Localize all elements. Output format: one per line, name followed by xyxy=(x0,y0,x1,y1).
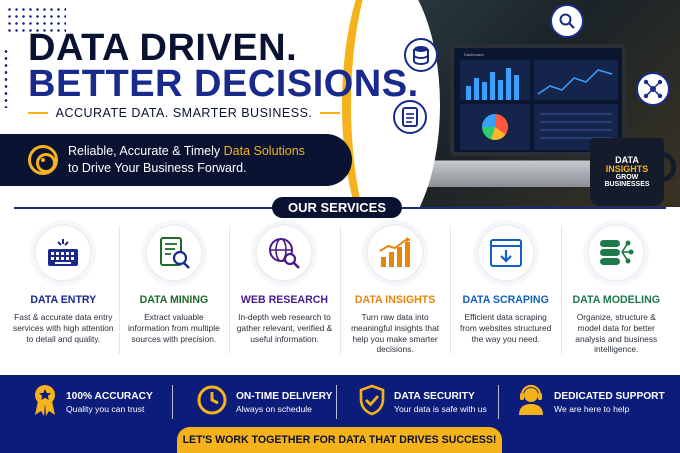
cta-banner[interactable]: LET'S WORK TOGETHER FOR DATA THAT DRIVES… xyxy=(177,427,502,453)
service-title: DATA INSIGHTS xyxy=(354,294,436,306)
service-description: Fast & accurate data entry services with… xyxy=(13,312,114,344)
keyboard-icon xyxy=(34,224,93,282)
service-title: DATA MINING xyxy=(139,294,209,306)
download-icon xyxy=(476,224,535,282)
coffee-mug: DATA INSIGHTS GROW BUSINESSES xyxy=(590,138,676,206)
service-title: DATA MODELING xyxy=(572,294,661,306)
database-icon xyxy=(404,38,438,72)
services-list: DATA ENTRY Fast & accurate data entry se… xyxy=(8,222,672,366)
service-card-data-entry: DATA ENTRY Fast & accurate data entry se… xyxy=(8,222,119,366)
banner-highlight: Data Solutions xyxy=(223,144,305,158)
tagline-rule-left xyxy=(28,112,48,114)
service-description: Efficient data scraping from websites st… xyxy=(460,312,552,344)
support-agent-icon xyxy=(516,384,546,421)
mug-text-3: GROW xyxy=(615,174,639,181)
feature-subtitle: Always on schedule xyxy=(236,403,312,414)
feature-title: DEDICATED SUPPORT xyxy=(554,390,665,402)
document-search-icon xyxy=(144,224,203,282)
network-icon xyxy=(636,72,670,106)
screen-title: Dashboard xyxy=(464,52,484,57)
tagline-text: ACCURATE DATA. SMARTER BUSINESS. xyxy=(55,106,313,120)
feature-title: DATA SECURITY xyxy=(394,390,475,402)
service-title: WEB RESEARCH xyxy=(240,294,329,306)
service-title: DATA ENTRY xyxy=(30,294,97,306)
clock-icon xyxy=(196,384,228,421)
hero-section: Dashboard xyxy=(0,0,680,207)
service-description: In-depth web research to gather relevant… xyxy=(236,312,333,344)
banner-line-2: to Drive Your Business Forward. xyxy=(68,161,247,175)
mug-text-4: BUSINESSES xyxy=(604,181,650,188)
service-description: Extract valuable information from multip… xyxy=(128,312,220,344)
feature-divider xyxy=(336,385,337,419)
service-title: DATA SCRAPING xyxy=(462,294,549,306)
screen-line-panel xyxy=(534,60,618,100)
tagline: ACCURATE DATA. SMARTER BUSINESS. xyxy=(28,106,340,120)
feature-subtitle: Quality you can trust xyxy=(66,403,145,414)
services-heading: OUR SERVICES xyxy=(272,197,402,218)
gold-arc xyxy=(342,0,462,207)
search-icon xyxy=(550,4,584,38)
service-card-data-mining: DATA MINING Extract valuable information… xyxy=(118,222,230,366)
feature-subtitle: Your data is safe with us xyxy=(394,403,487,414)
feature-divider xyxy=(498,385,499,419)
mug-text-1: DATA xyxy=(615,155,639,165)
decorative-dot-column xyxy=(3,48,9,108)
service-card-data-modeling: DATA MODELING Organize, structure & mode… xyxy=(560,222,672,366)
mug-text-2: INSIGHTS xyxy=(605,164,649,174)
screen-pie-panel xyxy=(460,104,530,150)
bar-chart-icon xyxy=(366,224,425,282)
globe-search-icon xyxy=(255,224,314,282)
medal-icon xyxy=(32,383,58,422)
decorative-dot-grid xyxy=(6,6,66,32)
shield-check-icon xyxy=(358,384,386,421)
screen-bar-panel xyxy=(460,60,530,100)
banner-line-1: Reliable, Accurate & Timely Data Solutio… xyxy=(68,144,305,158)
value-banner: Reliable, Accurate & Timely Data Solutio… xyxy=(0,134,352,186)
headline-line-2: BETTER DECISIONS. xyxy=(28,63,419,105)
target-icon xyxy=(28,145,58,175)
document-icon xyxy=(393,100,427,134)
feature-divider xyxy=(172,385,173,419)
feature-subtitle: We are here to help xyxy=(554,403,630,414)
headline-line-1: DATA DRIVEN. xyxy=(28,27,298,69)
service-description: Turn raw data into meaningful insights t… xyxy=(351,312,440,355)
feature-title: 100% ACCURACY xyxy=(66,390,153,402)
service-description: Organize, structure & model data for bet… xyxy=(575,312,658,355)
service-card-web-research: WEB RESEARCH In-depth web research to ga… xyxy=(229,222,340,366)
service-card-data-insights: DATA INSIGHTS Turn raw data into meaning… xyxy=(339,222,451,366)
database-network-icon xyxy=(587,224,646,282)
tagline-rule-right xyxy=(320,112,340,114)
feature-title: ON-TIME DELIVERY xyxy=(236,390,333,402)
service-card-data-scraping: DATA SCRAPING Efficient data scraping fr… xyxy=(450,222,561,366)
